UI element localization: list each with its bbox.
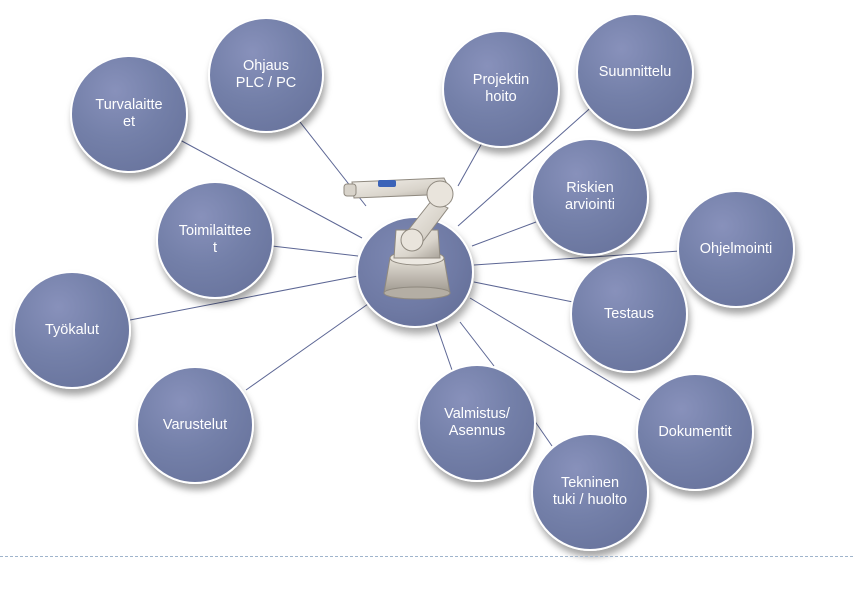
connector-varustelut	[245, 303, 369, 391]
node-riskienarviointi: Riskien arviointi	[531, 138, 649, 256]
node-valmistus-label: Valmistus/ Asennus	[444, 406, 510, 439]
node-ohjaus: Ohjaus PLC / PC	[208, 17, 324, 133]
node-turvalaitteet-label: Turvalaitte et	[95, 97, 163, 130]
node-dokumentit-label: Dokumentit	[658, 423, 732, 440]
node-ohjelmointi-label: Ohjelmointi	[699, 240, 773, 257]
node-tekninentuki: Tekninen tuki / huolto	[531, 433, 649, 551]
connector-tyokalut	[129, 275, 359, 321]
node-testaus: Testaus	[570, 255, 688, 373]
node-projektinhoito: Projektin hoito	[442, 30, 560, 148]
node-dokumentit: Dokumentit	[636, 373, 754, 491]
node-tekninentuki-label: Tekninen tuki / huolto	[552, 475, 628, 508]
footer-divider	[0, 556, 853, 557]
robot-arm-icon	[343, 177, 454, 300]
node-valmistus: Valmistus/ Asennus	[418, 364, 536, 482]
node-ohjelmointi: Ohjelmointi	[677, 190, 795, 308]
node-toimilaitteet-label: Toimilaittee t	[178, 223, 252, 256]
node-ohjaus-label: Ohjaus PLC / PC	[235, 58, 297, 91]
connector-riskienarviointi	[471, 221, 537, 247]
connector-toimilaitteet	[271, 245, 359, 257]
node-testaus-label: Testaus	[604, 305, 654, 322]
connector-suunnittelu	[457, 102, 597, 227]
connector-valmistus	[435, 323, 453, 371]
connector-turvalaitteet	[179, 139, 363, 239]
node-suunnittelu-label: Suunnittelu	[598, 63, 672, 80]
node-tyokalut: Työkalut	[13, 271, 131, 389]
node-varustelut-label: Varustelut	[162, 416, 228, 433]
node-toimilaitteet: Toimilaittee t	[156, 181, 274, 299]
node-riskienarviointi-label: Riskien arviointi	[565, 180, 615, 213]
connector-valmistus-2	[459, 321, 495, 367]
node-tyokalut-label: Työkalut	[45, 321, 99, 338]
connector-tekninentuki	[533, 419, 553, 447]
connector-testaus	[473, 281, 574, 303]
connector-dokumentit	[469, 297, 641, 401]
connector-projektinhoito	[457, 142, 483, 187]
node-varustelut: Varustelut	[136, 366, 254, 484]
connector-ohjelmointi	[473, 250, 681, 266]
node-suunnittelu: Suunnittelu	[576, 13, 694, 131]
node-projektinhoito-label: Projektin hoito	[472, 72, 530, 105]
node-turvalaitteet: Turvalaitte et	[70, 55, 188, 173]
